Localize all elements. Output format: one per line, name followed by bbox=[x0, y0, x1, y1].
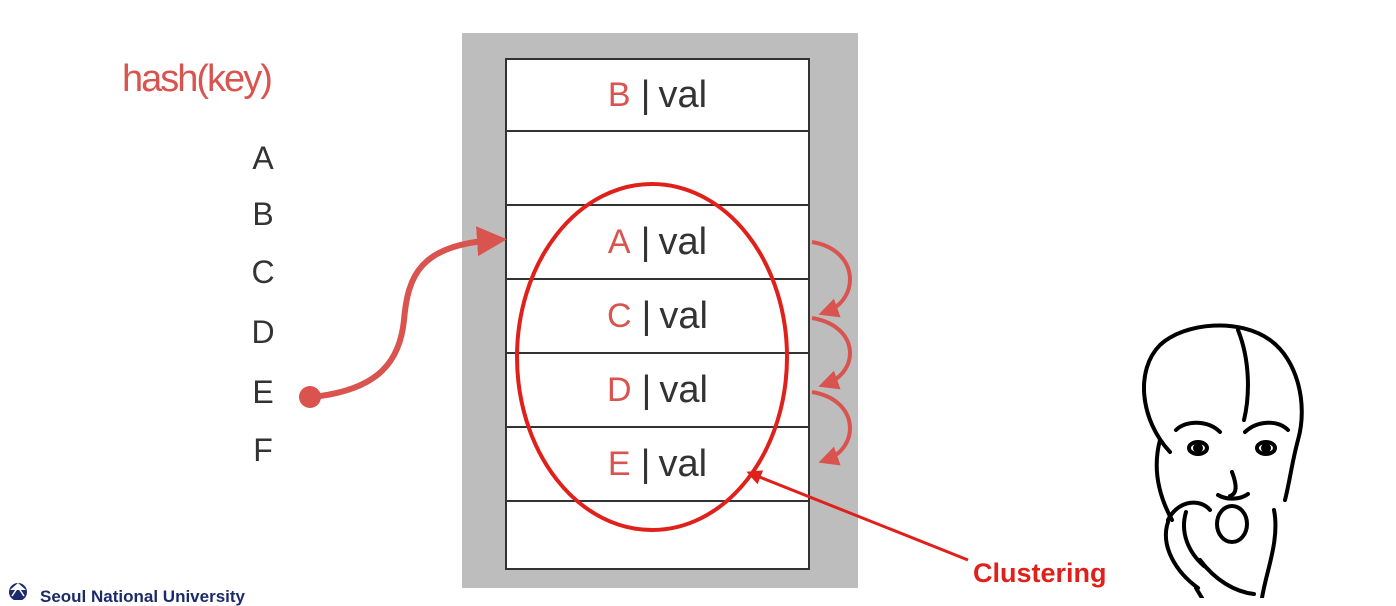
table-slot: C | val bbox=[507, 280, 808, 354]
table-slot: A | val bbox=[507, 206, 808, 280]
slot-separator: | bbox=[641, 368, 652, 411]
key-label: F bbox=[253, 432, 273, 468]
table-slot: B | val bbox=[507, 60, 808, 132]
slot-key: B bbox=[607, 75, 631, 114]
university-name: Seoul National University bbox=[40, 587, 245, 606]
slot-value: val bbox=[659, 294, 708, 337]
slot-separator: | bbox=[640, 73, 651, 116]
table-slot bbox=[507, 132, 808, 206]
key-label: A bbox=[252, 140, 274, 176]
key-label: C bbox=[251, 254, 275, 290]
university-logo: Seoul National University bbox=[0, 578, 245, 605]
key-label: B bbox=[252, 196, 274, 232]
hash-function-label: hash(key) bbox=[122, 58, 273, 100]
key-label: D bbox=[251, 314, 275, 350]
slot-value: val bbox=[658, 73, 708, 116]
table-slot bbox=[507, 502, 808, 568]
slot-key: D bbox=[606, 370, 632, 409]
clustering-label: Clustering bbox=[973, 558, 1107, 588]
slot-value: val bbox=[658, 442, 708, 485]
slot-value: val bbox=[658, 220, 708, 263]
table-slot: D | val bbox=[507, 354, 808, 428]
hash-table: B | val A | val C | val D | val E | val bbox=[505, 58, 810, 570]
table-slot: E | val bbox=[507, 428, 808, 502]
slot-value: val bbox=[659, 368, 708, 411]
slot-separator: | bbox=[640, 442, 651, 485]
slot-separator: | bbox=[641, 294, 652, 337]
slot-key: E bbox=[607, 444, 631, 483]
university-logo-icon bbox=[9, 583, 27, 600]
slot-key: C bbox=[606, 296, 632, 335]
slot-key: A bbox=[607, 222, 631, 261]
shocked-face-icon bbox=[1142, 323, 1304, 598]
slot-separator: | bbox=[640, 220, 651, 263]
key-label: E bbox=[252, 374, 274, 410]
